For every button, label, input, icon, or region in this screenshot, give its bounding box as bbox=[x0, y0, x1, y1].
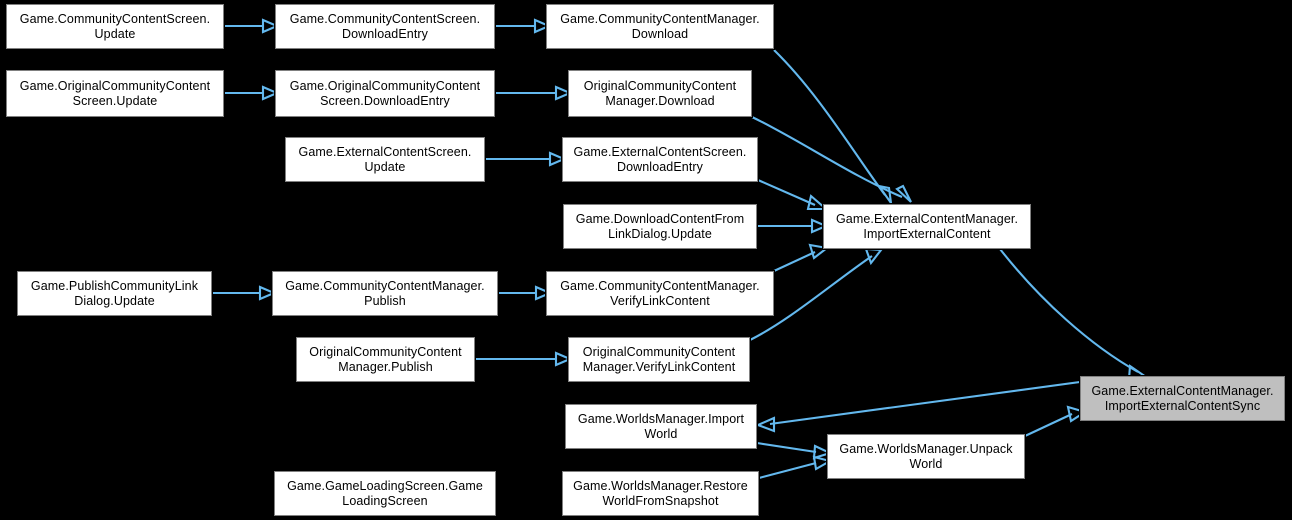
graph-node-label: Game.CommunityContentManager. Download bbox=[560, 11, 760, 41]
graph-node[interactable]: Game.OriginalCommunityContent Screen.Dow… bbox=[274, 69, 496, 118]
graph-edge bbox=[999, 248, 1139, 373]
graph-edge bbox=[751, 116, 903, 198]
graph-edge bbox=[773, 49, 886, 196]
graph-node-label: Game.PublishCommunityLink Dialog.Update bbox=[30, 278, 199, 308]
graph-node-label: Game.ExternalContentManager. ImportExter… bbox=[835, 211, 1019, 241]
graph-node-label: Game.CommunityContentManager. VerifyLink… bbox=[560, 278, 760, 308]
graph-node[interactable]: Game.PublishCommunityLink Dialog.Update bbox=[16, 270, 213, 317]
graph-edge bbox=[773, 251, 816, 272]
graph-node-label: Game.CommunityContentScreen. DownloadEnt… bbox=[289, 11, 481, 41]
graph-edge-arrowhead bbox=[864, 247, 884, 266]
graph-node-label: OriginalCommunityContent Manager.Downloa… bbox=[583, 78, 737, 108]
graph-node[interactable]: Game.DownloadContentFrom LinkDialog.Upda… bbox=[562, 203, 758, 250]
graph-node-label: Game.ExternalContentManager. ImportExter… bbox=[1091, 383, 1274, 413]
graph-node[interactable]: Game.CommunityContentScreen. Update bbox=[5, 3, 225, 50]
graph-node-label: Game.DownloadContentFrom LinkDialog.Upda… bbox=[575, 211, 745, 241]
graph-node[interactable]: Game.ExternalContentScreen. DownloadEntr… bbox=[561, 136, 759, 183]
graph-edge bbox=[757, 179, 816, 206]
graph-node-label: Game.ExternalContentScreen. DownloadEntr… bbox=[573, 144, 747, 174]
graph-node-label: Game.OriginalCommunityContent Screen.Upd… bbox=[19, 78, 211, 108]
graph-edge-arrowhead bbox=[876, 184, 893, 204]
graph-node-label: OriginalCommunityContent Manager.VerifyL… bbox=[582, 344, 736, 374]
graph-node-label: Game.CommunityContentScreen. Update bbox=[19, 11, 211, 41]
graph-node-label: Game.WorldsManager.Restore WorldFromSnap… bbox=[573, 478, 748, 508]
graph-edge bbox=[1024, 413, 1073, 437]
graph-node[interactable]: Game.WorldsManager.Unpack World bbox=[826, 433, 1026, 480]
graph-node[interactable]: Game.OriginalCommunityContent Screen.Upd… bbox=[5, 69, 225, 118]
graph-node-label: Game.ExternalContentScreen. Update bbox=[298, 144, 472, 174]
graph-node[interactable]: OriginalCommunityContent Manager.Downloa… bbox=[567, 69, 753, 118]
graph-node[interactable]: Game.GameLoadingScreen.Game LoadingScree… bbox=[273, 470, 497, 517]
graph-node-label: Game.WorldsManager.Import World bbox=[577, 411, 745, 441]
graph-node[interactable]: OriginalCommunityContent Manager.Publish bbox=[295, 336, 476, 383]
graph-node[interactable]: Game.CommunityContentManager. Download bbox=[545, 3, 775, 50]
graph-edge bbox=[758, 461, 817, 480]
graph-node[interactable]: Game.WorldsManager.Restore WorldFromSnap… bbox=[561, 470, 760, 517]
graph-node[interactable]: OriginalCommunityContent Manager.VerifyL… bbox=[567, 336, 751, 383]
graph-node[interactable]: Game.ExternalContentManager. ImportExter… bbox=[1079, 375, 1286, 422]
graph-node-label: OriginalCommunityContent Manager.Publish bbox=[309, 344, 462, 374]
graph-edge bbox=[756, 441, 817, 454]
graph-node-label: Game.GameLoadingScreen.Game LoadingScree… bbox=[287, 478, 483, 508]
graph-node-label: Game.CommunityContentManager. Publish bbox=[285, 278, 485, 308]
graph-node[interactable]: Game.CommunityContentManager. VerifyLink… bbox=[545, 270, 775, 317]
graph-node[interactable]: Game.ExternalContentManager. ImportExter… bbox=[822, 203, 1032, 250]
graph-edge-arrowhead bbox=[755, 416, 776, 433]
graph-node[interactable]: Game.WorldsManager.Import World bbox=[564, 403, 758, 450]
graph-node-label: Game.OriginalCommunityContent Screen.Dow… bbox=[289, 78, 481, 108]
graph-node[interactable]: Game.ExternalContentScreen. Update bbox=[284, 136, 486, 183]
graph-node[interactable]: Game.CommunityContentScreen. DownloadEnt… bbox=[274, 3, 496, 50]
graph-edge bbox=[769, 380, 1081, 426]
graph-node[interactable]: Game.CommunityContentManager. Publish bbox=[271, 270, 499, 317]
graph-node-label: Game.WorldsManager.Unpack World bbox=[839, 441, 1013, 471]
graph-edge-arrowhead bbox=[895, 184, 912, 203]
